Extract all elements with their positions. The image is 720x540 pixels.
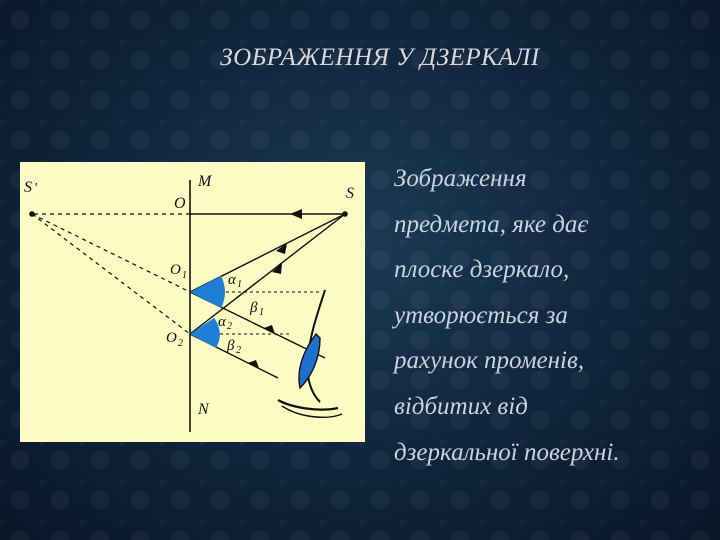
slide-title: ЗОБРАЖЕННЯ У ДЗЕРКАЛІ: [220, 44, 540, 71]
caption-line: відбитих від: [394, 392, 528, 420]
label-beta2: β: [226, 338, 235, 354]
caption-line: Зображення: [394, 165, 527, 192]
label-o1: O: [170, 262, 181, 278]
point-s-source: [342, 211, 348, 217]
caption-line: рахунок променів,: [394, 347, 585, 375]
angle-beta2: [190, 334, 220, 348]
label-beta2-sub: 2: [236, 345, 241, 356]
label-beta1: β: [249, 300, 258, 316]
incident-ray-2: [189, 213, 346, 335]
reflected-arrow-2: [248, 360, 259, 368]
diagram-svg: S ' S M N O O 1 O 2 α 1 β 1 α 2 β 2: [24, 173, 354, 432]
eye-icon: [277, 289, 343, 418]
caption-line: дзеркальної поверхні.: [394, 438, 620, 466]
caption-line: предмета, яке дає: [394, 210, 589, 238]
slide-caption: Зображення предмета, яке дає плоске дзер…: [394, 156, 714, 475]
ray-arrow-top: [290, 209, 302, 219]
caption-line: утворюється за: [394, 301, 568, 329]
reflected-arrow-1: [264, 325, 275, 334]
angle-beta1: [190, 292, 225, 308]
label-o2-sub: 2: [178, 338, 183, 349]
label-m: M: [197, 173, 213, 190]
label-alpha2: α: [218, 314, 227, 330]
mirror-diagram: S ' S M N O O 1 O 2 α 1 β 1 α 2 β 2: [20, 162, 365, 442]
point-s-image: [29, 211, 35, 217]
label-o1-sub: 1: [182, 270, 187, 281]
angle-alpha2: [190, 318, 220, 334]
label-s-source: S: [346, 185, 354, 202]
incident-arrow-1: [276, 243, 287, 254]
label-s-image: S: [24, 179, 32, 196]
label-n: N: [197, 401, 210, 418]
label-s-image-prime: ': [34, 181, 38, 196]
angle-alpha1: [190, 276, 225, 292]
virtual-ray-2: [31, 213, 191, 335]
label-o2: O: [166, 330, 177, 346]
label-beta1-sub: 1: [259, 307, 264, 318]
label-alpha1: α: [228, 272, 237, 288]
label-alpha1-sub: 1: [237, 279, 242, 290]
label-alpha2-sub: 2: [227, 321, 232, 332]
virtual-ray-1: [31, 213, 191, 293]
caption-line: плоске дзеркало,: [394, 256, 570, 284]
incident-arrow-2: [272, 263, 282, 274]
label-o: O: [174, 195, 186, 212]
